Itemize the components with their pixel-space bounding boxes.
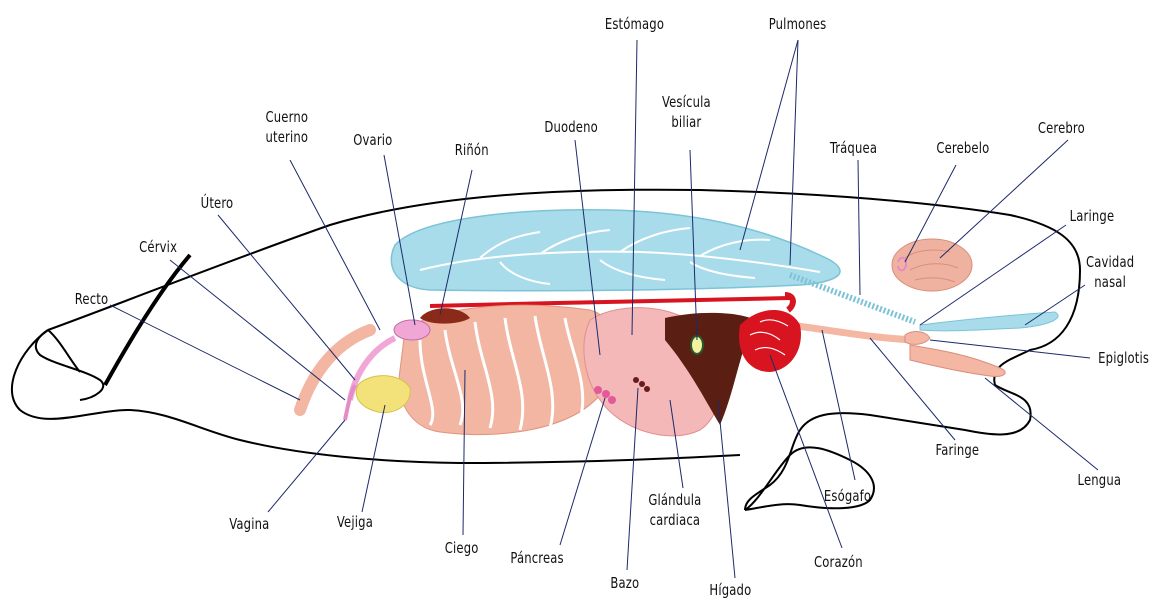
label-duodeno: Duodeno: [544, 117, 598, 137]
label-higado: Hígado: [709, 580, 751, 600]
label-vejiga: Vejiga: [337, 512, 373, 532]
label-traquea: Tráquea: [830, 138, 877, 158]
heart: [739, 295, 801, 372]
tongue: [910, 345, 1005, 376]
esophagus: [790, 325, 915, 340]
label-laringe: Laringe: [1070, 206, 1115, 226]
label-cerebelo: Cerebelo: [936, 138, 989, 158]
label-estomago: Estómago: [605, 14, 664, 34]
bladder: [356, 376, 410, 413]
label-recto: Recto: [75, 289, 109, 309]
ovary: [394, 320, 430, 340]
label-esogafo: Esógafo: [824, 486, 871, 506]
nasal-cavity: [920, 312, 1058, 331]
label-cuerno-uterino: Cuerno uterino: [265, 107, 308, 147]
label-cervix: Cérvix: [139, 237, 177, 257]
label-cerebro: Cerebro: [1038, 118, 1085, 138]
label-vagina: Vagina: [229, 514, 269, 534]
label-bazo: Bazo: [610, 573, 639, 593]
label-ovario: Ovario: [353, 130, 392, 150]
label-lengua: Lengua: [1078, 470, 1122, 490]
label-pulmones: Pulmones: [769, 14, 827, 34]
label-glandula-cardiaca: Glándula cardiaca: [648, 490, 701, 530]
brain: [892, 239, 972, 291]
label-epiglotis: Epiglotis: [1098, 348, 1149, 368]
label-cavidad-nasal: Cavidad nasal: [1086, 252, 1134, 292]
leader-lines: [110, 40, 1098, 578]
label-faringe: Faringe: [936, 440, 980, 460]
epiglottis: [905, 332, 930, 345]
aorta: [430, 298, 790, 306]
label-utero: Útero: [201, 193, 234, 213]
label-corazon: Corazón: [814, 552, 863, 572]
label-pancreas: Páncreas: [510, 548, 563, 568]
label-vesicula-biliar: Vesícula biliar: [662, 92, 711, 132]
intestines: [399, 305, 614, 434]
label-rinon: Riñón: [455, 140, 489, 160]
label-ciego: Ciego: [445, 538, 479, 558]
dorsal-line: [105, 255, 190, 385]
